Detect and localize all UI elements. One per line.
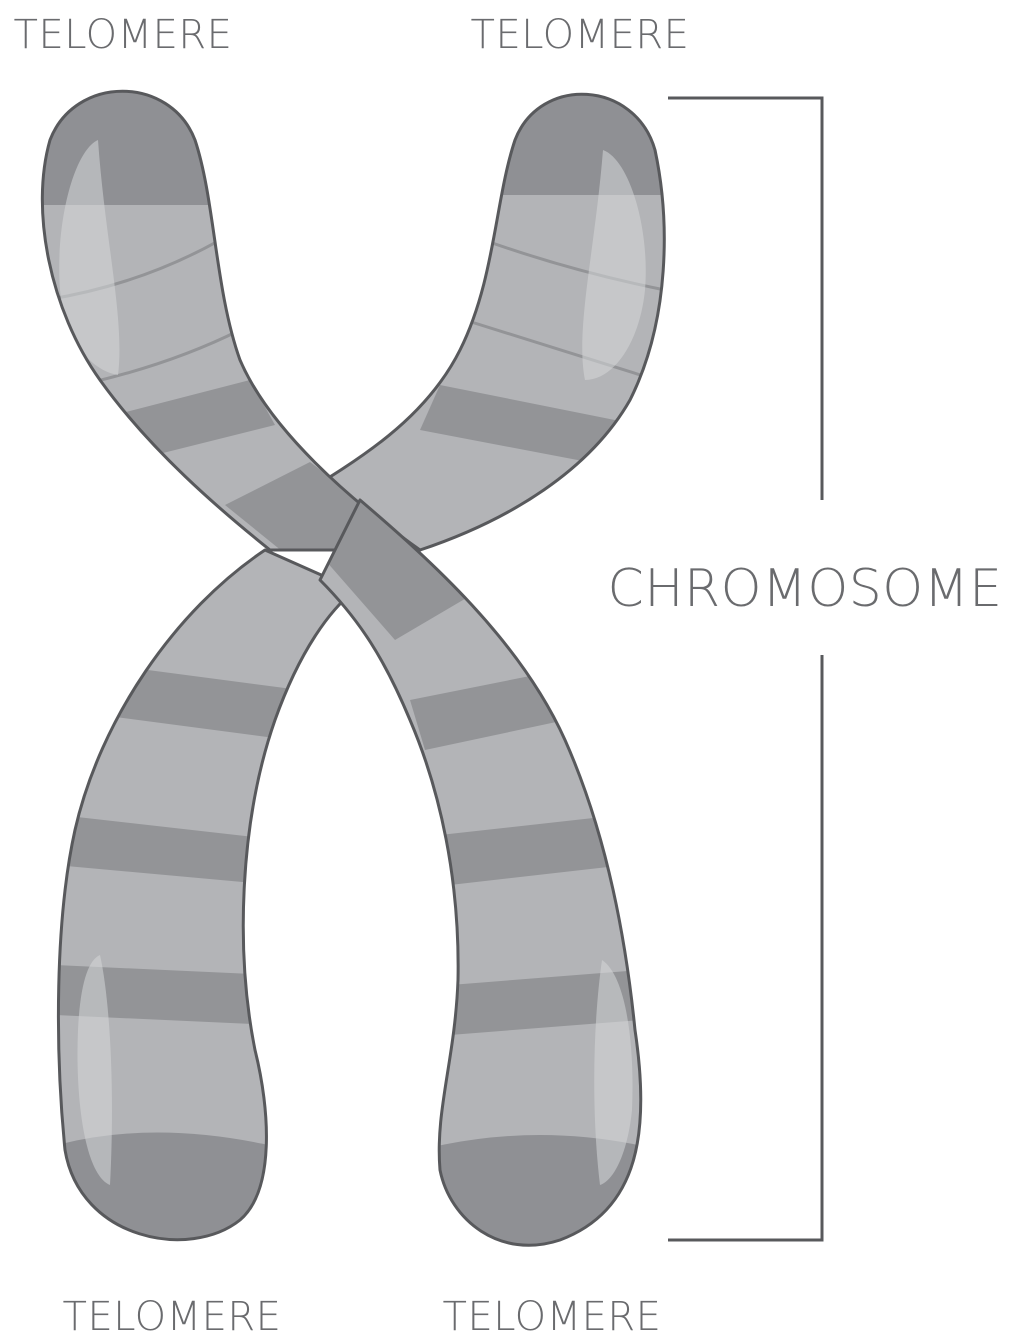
chromosome	[20, 60, 700, 1280]
telomere-label-top-right: TELOMERE	[471, 12, 690, 58]
chromosome-label: CHROMOSOME	[608, 559, 1003, 619]
telomere-label-bottom-left: TELOMERE	[63, 1294, 282, 1335]
chromosome-bracket	[668, 98, 822, 1240]
telomere-label-bottom-right: TELOMERE	[443, 1294, 662, 1335]
chromatid-bottom-left-arm	[40, 550, 355, 1280]
telomere-label-top-left: TELOMERE	[14, 12, 233, 58]
telomere-top-right	[480, 60, 700, 195]
chromatid-bottom-right-arm	[290, 480, 660, 1280]
